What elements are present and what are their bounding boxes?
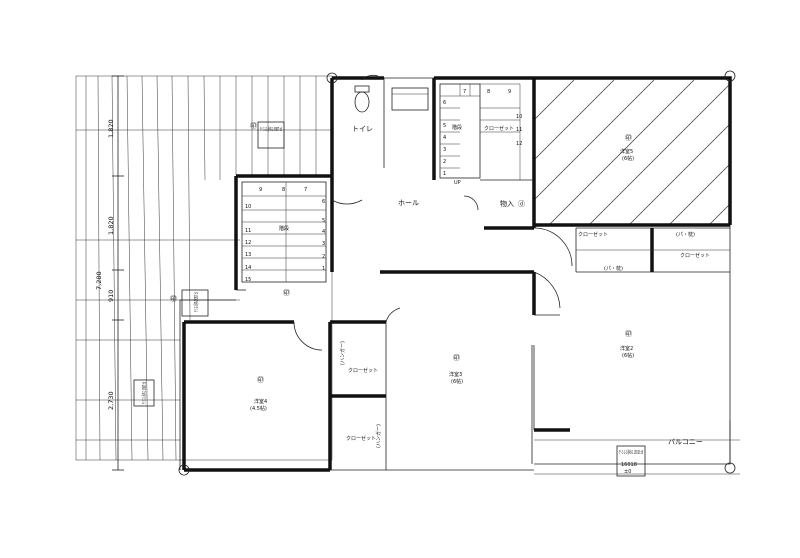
dimension-2730: 2,730 xyxy=(107,391,115,410)
storage-label: 物入 xyxy=(500,199,514,208)
toilet-fixture xyxy=(354,85,429,113)
left-stairs xyxy=(241,181,327,283)
closet-a-label: クローゼット xyxy=(348,367,378,374)
stair-left-13: 13 xyxy=(245,252,251,258)
western-room-2-name: 洋室2 xyxy=(620,345,633,352)
column-markers xyxy=(178,70,736,476)
stair-upper-2: 2 xyxy=(443,159,446,165)
stair-upper-12: 12 xyxy=(516,141,522,147)
tag-box-4: チ-ミ-1-1 耐45-1 18018 ±0 16018 ±0 xyxy=(616,445,646,477)
stair-left-12: 12 xyxy=(245,240,251,246)
western-room-3-name: 洋室3 xyxy=(449,371,462,378)
tag-4b-text: 16018 xyxy=(621,462,637,468)
stair-upper-9: 9 xyxy=(508,89,511,95)
stair-upper-6: 6 xyxy=(443,100,446,106)
tag-box-2: チ-ミ-1-1 耐45-1 8380T ±0 xyxy=(181,289,209,317)
walls xyxy=(179,76,740,475)
stair-left-10: 10 xyxy=(245,204,251,210)
stair-left-11: 11 xyxy=(245,228,251,234)
hall-label: ホール xyxy=(398,199,419,207)
western-room-2-size: (6帖) xyxy=(622,352,634,359)
western-room-3-size: (6帖) xyxy=(451,378,463,385)
stair-upper-3: 3 xyxy=(443,147,446,153)
western-room-4-name: 洋室4 xyxy=(254,398,267,405)
stair-upper-4: 4 xyxy=(443,135,446,141)
dimension-1820-mid: 1,820 xyxy=(107,216,115,235)
tag-4c-text: ±0 xyxy=(624,469,631,475)
stair-upper-1: 1 xyxy=(443,171,446,177)
stair-upper-11: 11 xyxy=(516,127,522,133)
closet-upper-label: クローゼット xyxy=(484,125,514,132)
stair-left-7: 7 xyxy=(304,187,307,193)
tag-1-text: チ-ミ-1-1 耐45-1 8380T ±0 xyxy=(260,126,282,133)
room-symbol-2: ㊞ xyxy=(625,330,632,338)
tag-box-3: チ-ミ-1-1 耐45-1 8380T ±0 xyxy=(133,379,155,407)
western-room-4-size: (4.5帖) xyxy=(250,405,267,412)
hanger-1: (ハンガー) xyxy=(339,341,346,365)
dimension-total-7280: 7,280 xyxy=(95,271,103,290)
pipe-space-2: (パ・枕) xyxy=(604,265,623,272)
room-symbol-roof: ㊞ xyxy=(250,122,257,130)
roof-lines xyxy=(75,75,333,461)
pipe-space-1: (パ・枕) xyxy=(676,231,695,238)
closet-d-label: クローゼット xyxy=(680,252,710,259)
stair-left-6: 6 xyxy=(322,199,325,205)
room-symbol-3: ㊞ xyxy=(453,354,460,362)
stair-left-9: 9 xyxy=(259,187,262,193)
toilet-label: トイレ xyxy=(352,125,373,133)
stair-left-4: 4 xyxy=(322,229,325,235)
stair-upper-8: 8 xyxy=(487,89,490,95)
up-mark: UP xyxy=(454,180,461,186)
hanger-2: (ハンガー) xyxy=(375,424,382,448)
tag-box-1: チ-ミ-1-1 耐45-1 8380T ±0 xyxy=(257,121,285,149)
tag-3-text: チ-ミ-1-1 耐45-1 8380T ±0 xyxy=(141,382,148,404)
door-arcs xyxy=(293,74,573,351)
storage-mark: ⓓ xyxy=(518,200,525,208)
stairs-upper-label: 階段 xyxy=(452,124,462,131)
closet-b-label: クローゼット xyxy=(346,435,376,442)
hatched-room-5 xyxy=(534,80,730,224)
stair-left-8: 8 xyxy=(282,187,285,193)
stair-upper-10: 10 xyxy=(516,114,522,120)
western-room-5-size: (6帖) xyxy=(622,155,634,162)
stair-left-5: 5 xyxy=(322,218,325,224)
balcony-label: バルコニー xyxy=(668,438,703,446)
stair-left-15: 15 xyxy=(245,277,251,283)
tag-2-text: チ-ミ-1-1 耐45-1 8380T ±0 xyxy=(193,292,200,312)
stair-left-1: 1 xyxy=(322,266,325,272)
dimension-1820-top: 1,820 xyxy=(107,119,115,138)
room-symbol-roof-2: ㊞ xyxy=(170,295,177,303)
dimension-910: 910 xyxy=(107,290,115,302)
stairs-left-label: 階段 xyxy=(279,225,289,232)
dimension-line: 1,820 1,820 910 2,730 7,280 xyxy=(95,75,124,471)
stair-upper-7: 7 xyxy=(463,89,466,95)
room-symbol-4: ㊞ xyxy=(257,376,264,384)
stair-upper-5: 5 xyxy=(443,123,446,129)
stair-left-3: 3 xyxy=(322,241,325,247)
western-room-5-name: 洋室5 xyxy=(620,148,633,155)
room-symbol-hall: ㊞ xyxy=(283,289,290,297)
closet-c-label: クローゼット xyxy=(578,231,608,238)
room-symbol-5: ㊞ xyxy=(625,134,632,142)
stair-left-2: 2 xyxy=(322,254,325,260)
tag-4-text: チ-ミ-1-1 耐45-1 18018 ±0 xyxy=(619,449,643,456)
upper-stairs xyxy=(439,83,521,180)
stair-left-14: 14 xyxy=(245,265,251,271)
